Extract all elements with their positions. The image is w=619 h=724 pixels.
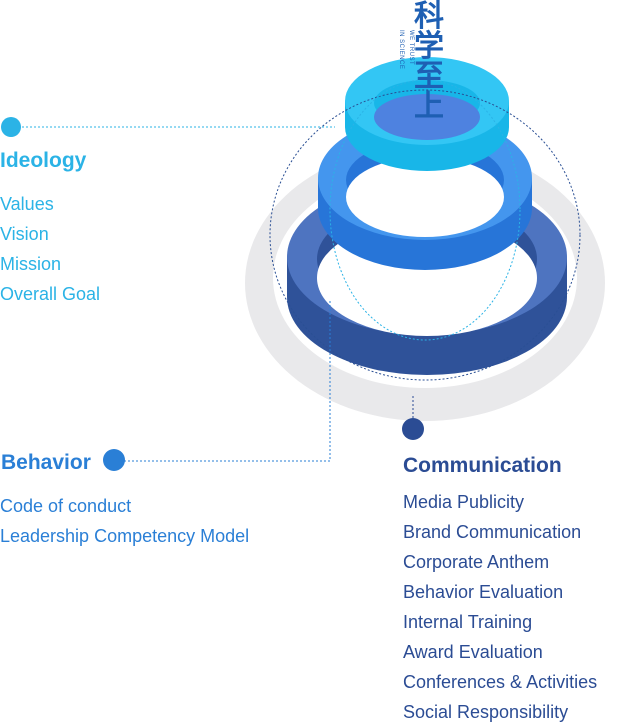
calligraphy-char: 科 [414, 0, 444, 34]
ideology-item: Overall Goal [0, 284, 101, 304]
behavior-item: Leadership Competency Model [0, 526, 250, 546]
calligraphy-emblem: 科 学 至 上 [414, 2, 452, 122]
calligraphy-char: 学 [414, 29, 444, 64]
calligraphy-char: 上 [414, 89, 444, 124]
communication-item: Social Responsibility [403, 702, 569, 722]
communication-item: Conferences & Activities [403, 672, 598, 692]
behavior-dot [103, 449, 125, 471]
ideology-item: Mission [0, 254, 62, 274]
behavior-title: Behavior [1, 451, 91, 474]
ideology-dot [1, 117, 21, 137]
ideology-item: Values [0, 194, 54, 214]
communication-item: Award Evaluation [403, 642, 543, 662]
communication-item: Media Publicity [403, 492, 525, 512]
communication-item: Behavior Evaluation [403, 582, 564, 602]
calligraphy-char: 至 [414, 59, 444, 94]
behavior-connector [120, 300, 331, 462]
communication-item: Internal Training [403, 612, 533, 632]
communication-item: Brand Communication [403, 522, 582, 542]
ring-top [345, 57, 509, 171]
behavior-item: Code of conduct [0, 496, 132, 516]
ideology-item: Vision [0, 224, 49, 244]
connectors [18, 126, 414, 462]
ideology-title: Ideology [0, 149, 87, 172]
guide-arcs [269, 79, 581, 381]
motto-line2: IN SCIENCE [398, 30, 404, 70]
motto-line1: WE TRUST [408, 30, 414, 66]
communication-dot [402, 418, 424, 440]
communication-title: Communication [403, 454, 562, 477]
communication-item: Corporate Anthem [403, 552, 550, 572]
